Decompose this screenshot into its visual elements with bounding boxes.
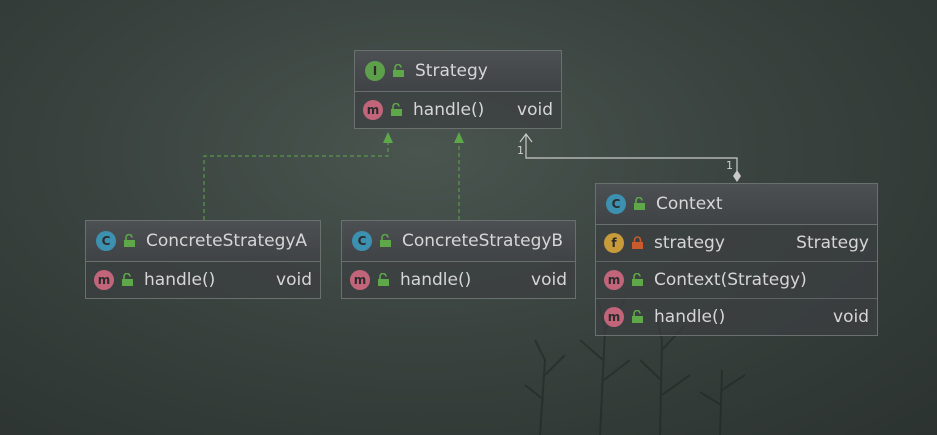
method-icon: m xyxy=(350,270,370,290)
interface-icon: I xyxy=(365,61,385,81)
class-name: Strategy xyxy=(415,61,488,81)
class-name: ConcreteStrategyB xyxy=(402,231,564,251)
class-name: ConcreteStrategyA xyxy=(146,231,308,251)
field-icon: f xyxy=(604,233,624,253)
constructor-row[interactable]: m Context(Strategy) xyxy=(596,262,877,299)
context-header[interactable]: C Context xyxy=(596,184,877,225)
field-name: strategy xyxy=(654,233,725,253)
public-icon xyxy=(632,273,643,286)
method-name: handle() xyxy=(413,100,485,120)
return-type: void xyxy=(833,307,869,327)
field-row[interactable]: f strategy Strategy xyxy=(596,225,877,262)
field-type: Strategy xyxy=(796,233,869,253)
public-icon xyxy=(634,197,645,210)
method-icon: m xyxy=(604,307,624,327)
concrete-strategy-b-header[interactable]: C ConcreteStrategyB xyxy=(342,221,575,262)
method-icon: m xyxy=(94,270,114,290)
public-icon xyxy=(391,103,402,116)
class-icon: C xyxy=(96,231,116,251)
method-row[interactable]: m handle() void xyxy=(596,299,877,335)
strategy-header[interactable]: I Strategy xyxy=(355,51,561,92)
public-icon xyxy=(393,64,404,77)
method-icon: m xyxy=(363,100,383,120)
class-name: Context xyxy=(656,194,723,214)
concrete-strategy-a-class[interactable]: C ConcreteStrategyA m handle() void xyxy=(85,220,321,299)
return-type: void xyxy=(531,270,567,290)
method-row[interactable]: m handle() void xyxy=(86,262,320,298)
public-icon xyxy=(378,273,389,286)
method-name: Context(Strategy) xyxy=(654,270,807,290)
class-icon: C xyxy=(352,231,372,251)
return-type: void xyxy=(517,100,553,120)
method-name: handle() xyxy=(144,270,216,290)
public-icon xyxy=(124,234,135,247)
public-icon xyxy=(122,273,133,286)
public-icon xyxy=(380,234,391,247)
concrete-strategy-a-header[interactable]: C ConcreteStrategyA xyxy=(86,221,320,262)
method-name: handle() xyxy=(400,270,472,290)
method-name: handle() xyxy=(654,307,726,327)
strategy-interface[interactable]: I Strategy m handle() void xyxy=(354,50,562,129)
class-icon: C xyxy=(606,194,626,214)
method-icon: m xyxy=(604,270,624,290)
concrete-strategy-b-class[interactable]: C ConcreteStrategyB m handle() void xyxy=(341,220,576,299)
return-type: void xyxy=(276,270,312,290)
context-class[interactable]: C Context f strategy Strategy m Context(… xyxy=(595,183,878,336)
method-row[interactable]: m handle() void xyxy=(342,262,575,298)
method-row[interactable]: m handle() void xyxy=(355,92,561,128)
public-icon xyxy=(632,310,643,323)
lock-icon xyxy=(632,236,643,249)
